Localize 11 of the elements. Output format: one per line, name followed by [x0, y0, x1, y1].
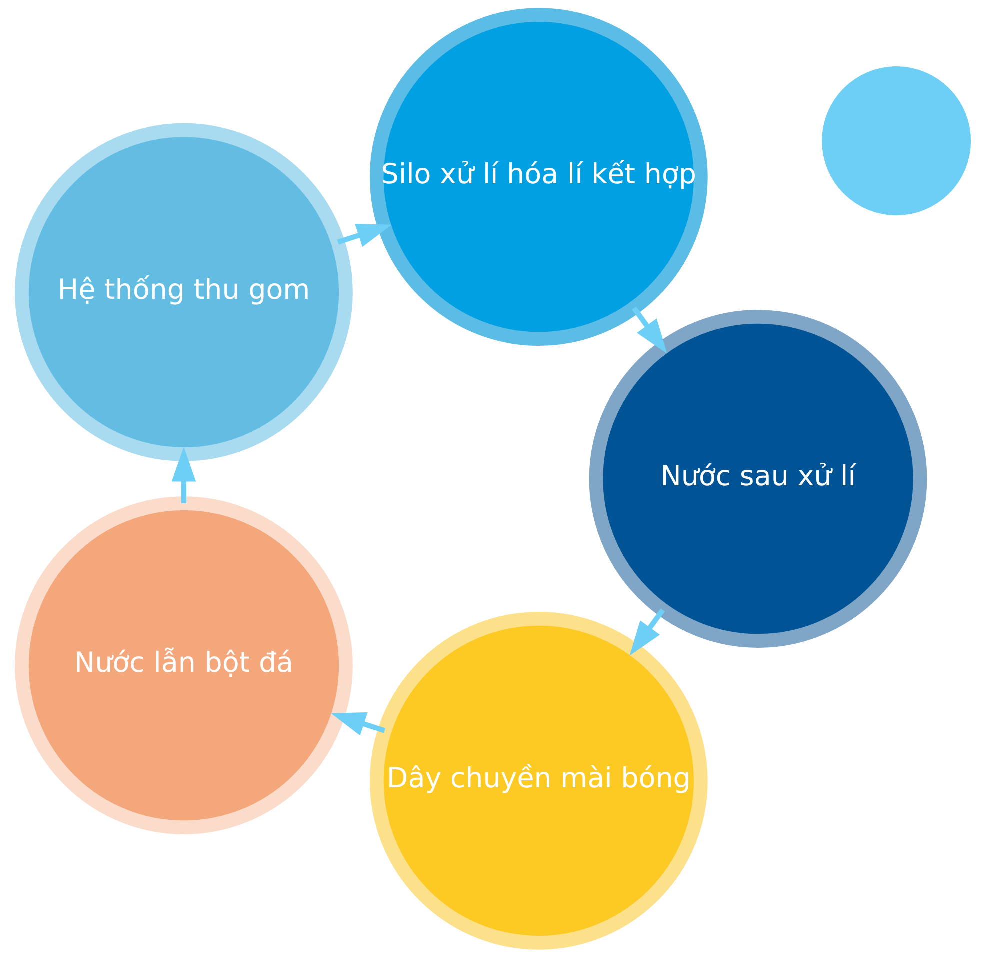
arrow — [632, 306, 667, 354]
node-circle: Hệ thống thu gom — [14, 123, 352, 462]
node-circle — [822, 66, 971, 216]
arrow — [171, 447, 196, 504]
node-circle: Dây chuyền mài bóng — [369, 612, 708, 950]
arrow — [336, 224, 392, 248]
node-circle: Nước sau xử lí — [588, 310, 927, 648]
arrow — [629, 608, 665, 656]
node-circle: Silo xử lí hóa lí kết hợp — [369, 8, 708, 346]
node-circle: Nước lẫn bột đá — [14, 496, 352, 835]
arrow — [330, 712, 386, 736]
